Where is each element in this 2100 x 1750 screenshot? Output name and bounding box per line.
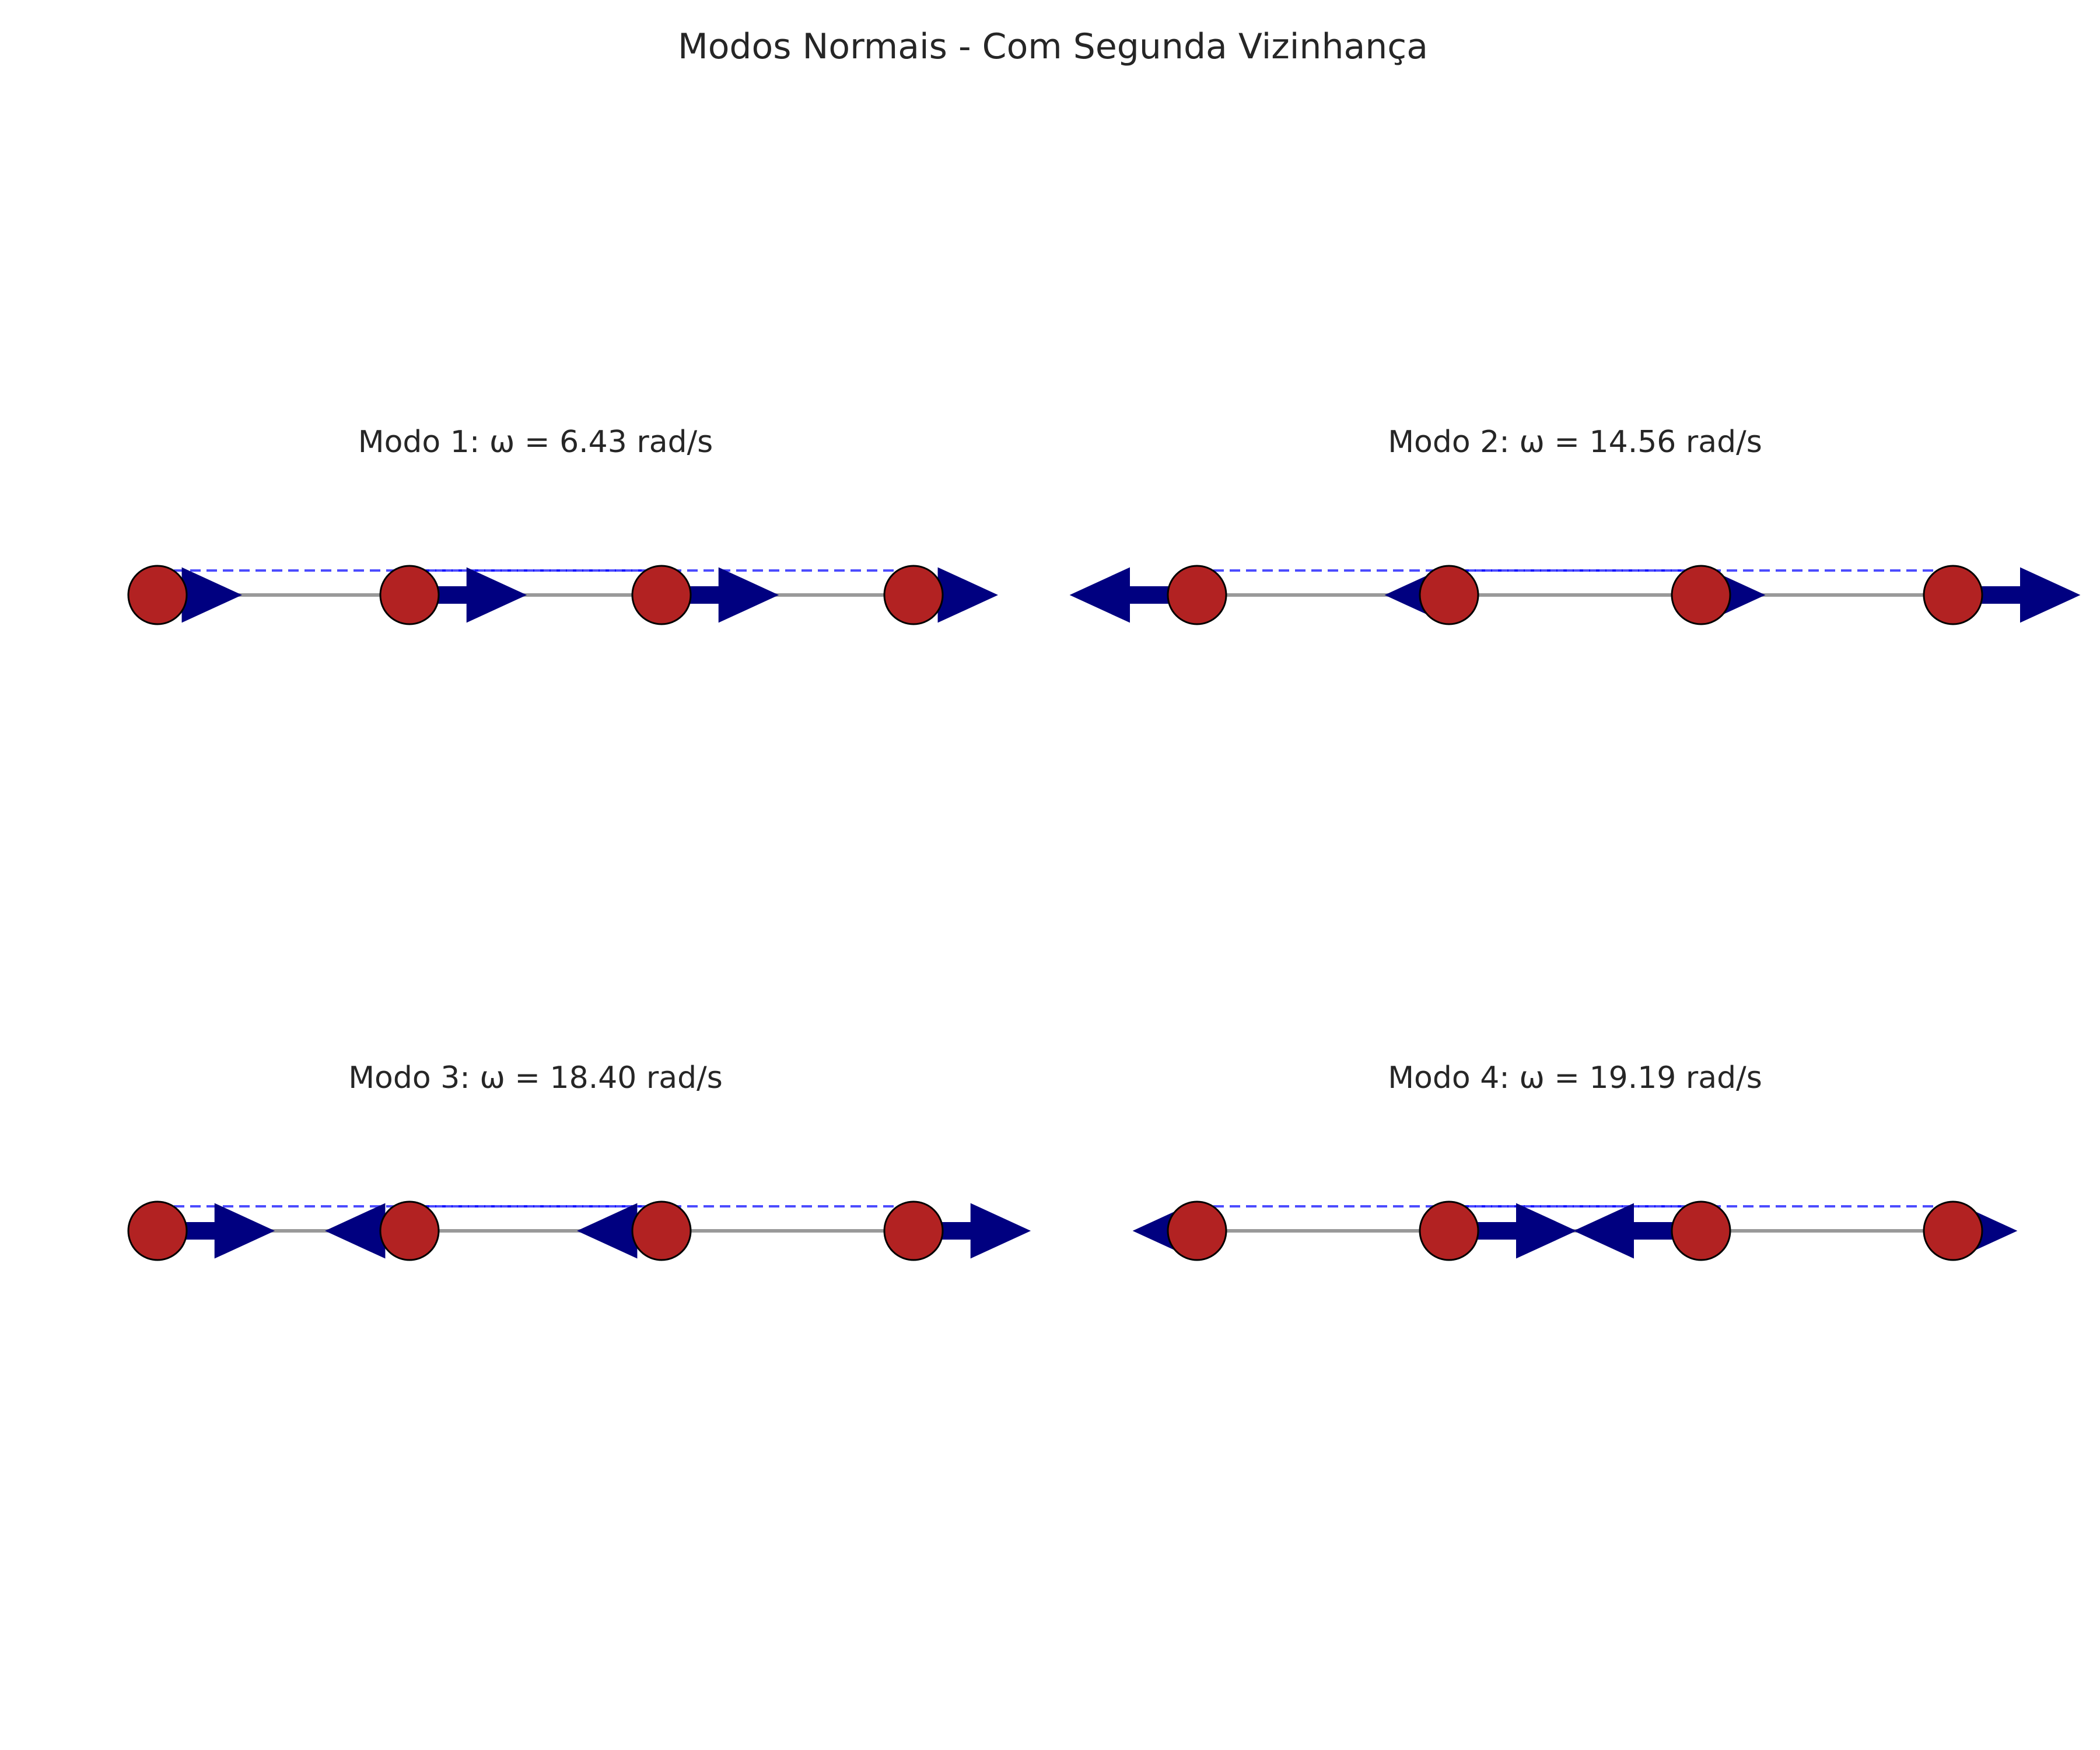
panels: Modo 1: ω = 6.43 rad/s Modo 2: ω = 14.56 … [127, 425, 2081, 1261]
mode-title: Modo 4: ω = 19.19 rad/s [1388, 1060, 1762, 1096]
mass [631, 565, 692, 625]
mode-title: Modo 1: ω = 6.43 rad/s [358, 425, 713, 460]
mode-panel-2: Modo 2: ω = 14.56 rad/s [1069, 425, 2081, 625]
mass [1923, 565, 1983, 625]
mass [1671, 565, 1731, 625]
mass [883, 565, 944, 625]
mass [1419, 565, 1479, 625]
mass [379, 1200, 440, 1261]
mass [127, 565, 188, 625]
mass [631, 1200, 692, 1261]
mode-panel-4: Modo 4: ω = 19.19 rad/s [1132, 1060, 2018, 1261]
mass [1167, 565, 1227, 625]
mode-title: Modo 2: ω = 14.56 rad/s [1388, 425, 1762, 460]
mass [1419, 1200, 1479, 1261]
mode-panel-3: Modo 3: ω = 18.40 rad/s [127, 1060, 1031, 1261]
mass [127, 1200, 188, 1261]
mass [1923, 1200, 1983, 1261]
mass [1167, 1200, 1227, 1261]
mass [883, 1200, 944, 1261]
figure-title: Modos Normais - Com Segunda Vizinhança [678, 26, 1428, 67]
mode-panel-1: Modo 1: ω = 6.43 rad/s [127, 425, 998, 625]
mass [1671, 1200, 1731, 1261]
mass [379, 565, 440, 625]
mode-title: Modo 3: ω = 18.40 rad/s [348, 1060, 723, 1096]
